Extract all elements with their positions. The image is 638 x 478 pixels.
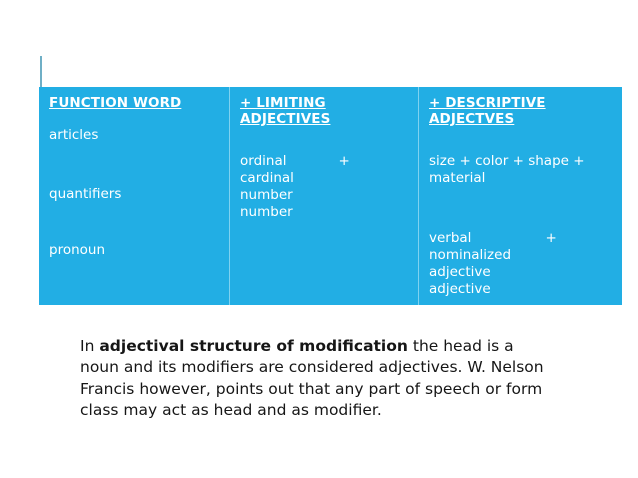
cell-pronoun: pronoun: [49, 242, 106, 258]
text-caret-icon: [40, 56, 42, 87]
cell-limiting-adjectives-list: ordinal + cardinal number number: [240, 153, 412, 221]
cell-quantifiers: quantifiers: [49, 186, 122, 202]
cell-number-2: number: [240, 204, 293, 220]
cell-cardinal: cardinal: [240, 170, 294, 186]
body-paragraph: In adjectival structure of modification …: [80, 336, 550, 422]
cell-nominalized: nominalized: [429, 247, 512, 263]
cell-adjective-1: adjective: [429, 264, 491, 280]
cell-descriptive-adjectives-list: verbal + nominalized adjective adjective: [429, 230, 616, 298]
cell-size-color-shape-material: size + color + shape + material: [429, 153, 585, 186]
cell-adjective-2: adjective: [429, 281, 491, 297]
column-header-function-word: FUNCTION WORD: [49, 95, 182, 111]
plus-marker-descriptive: +: [545, 230, 557, 246]
paragraph-rest: the head is a noun and its modifiers are…: [80, 336, 544, 420]
cell-number-1: number: [240, 187, 293, 203]
cell-articles: articles: [49, 127, 99, 143]
paragraph-bold-phrase: adjectival structure of modification: [99, 336, 408, 355]
column-header-limiting-adjectives: + LIMITING ADJECTIVES: [240, 95, 331, 127]
adjectival-structure-table: FUNCTION WORD articles quantifiers prono…: [39, 87, 622, 305]
column-header-descriptive-adjectives: + DESCRIPTIVE ADJECTVES: [429, 95, 546, 127]
table-column-descriptive-adjectives: + DESCRIPTIVE ADJECTVES size + color + s…: [418, 87, 622, 305]
plus-marker-limiting: +: [338, 153, 350, 169]
cell-ordinal: ordinal: [240, 153, 287, 169]
paragraph-lead-in: In: [80, 336, 100, 355]
table-column-limiting-adjectives: + LIMITING ADJECTIVES ordinal + cardinal …: [229, 87, 418, 305]
cell-verbal: verbal: [429, 230, 472, 246]
table-column-function-word: FUNCTION WORD articles quantifiers prono…: [39, 87, 229, 305]
